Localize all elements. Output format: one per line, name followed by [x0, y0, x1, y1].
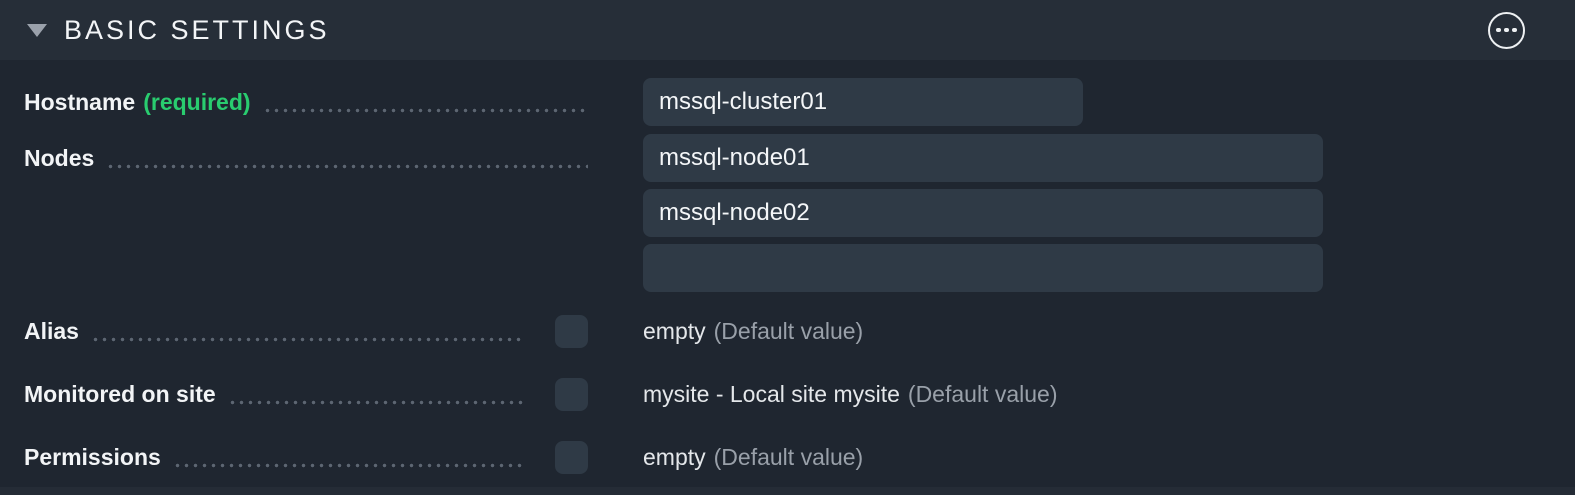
- permissions-label-cell: Permissions: [24, 441, 531, 474]
- leader-dots: [227, 400, 525, 405]
- default-value-note: (Default value): [907, 381, 1058, 407]
- monitored-site-label-cell: Monitored on site: [24, 378, 531, 411]
- node-input[interactable]: [643, 189, 1323, 237]
- required-badge: (required): [143, 88, 251, 115]
- permissions-label: Permissions: [24, 444, 161, 470]
- hostname-label: Hostname: [24, 88, 136, 115]
- permissions-checkbox[interactable]: [555, 441, 588, 474]
- monitored-site-label: Monitored on site: [24, 381, 216, 407]
- monitored-site-checkbox[interactable]: [555, 378, 588, 411]
- alias-label: Alias: [24, 318, 79, 344]
- default-value-note: (Default value): [713, 318, 864, 344]
- alias-value: empty: [643, 318, 706, 344]
- alias-checkbox[interactable]: [555, 315, 588, 348]
- leader-dots: [106, 163, 588, 169]
- hostname-input[interactable]: [643, 78, 1083, 126]
- section-menu-button[interactable]: [1488, 11, 1525, 49]
- ellipsis-icon: [1496, 27, 1517, 33]
- permissions-value: empty: [643, 444, 706, 470]
- alias-label-cell: Alias: [24, 315, 531, 348]
- section-title: BASIC SETTINGS: [64, 14, 330, 45]
- leader-dots: [262, 107, 588, 113]
- nodes-input-list: [643, 134, 1323, 292]
- alias-row: Alias empty (Default value): [24, 315, 1575, 348]
- hostname-label-cell: Hostname (required): [24, 78, 594, 126]
- nodes-label: Nodes: [24, 144, 95, 171]
- nodes-row: Nodes: [24, 134, 1575, 292]
- basic-settings-form: Hostname (required) Nodes Alias empty (D…: [0, 60, 1575, 474]
- node-input[interactable]: [643, 244, 1323, 292]
- permissions-value-cell: empty (Default value): [643, 441, 863, 474]
- permissions-row: Permissions empty (Default value): [24, 441, 1575, 474]
- node-input[interactable]: [643, 134, 1323, 182]
- hostname-row: Hostname (required): [24, 78, 1575, 126]
- alias-value-cell: empty (Default value): [643, 315, 863, 348]
- leader-dots: [90, 337, 525, 342]
- section-header: BASIC SETTINGS: [0, 0, 1575, 60]
- default-value-note: (Default value): [713, 444, 864, 470]
- caret-down-icon[interactable]: [27, 23, 47, 37]
- leader-dots: [172, 463, 525, 468]
- monitored-site-value-cell: mysite - Local site mysite (Default valu…: [643, 378, 1057, 411]
- next-section-edge: [0, 487, 1575, 495]
- monitored-site-value: mysite - Local site mysite: [643, 381, 900, 407]
- nodes-label-cell: Nodes: [24, 134, 594, 182]
- monitored-site-row: Monitored on site mysite - Local site my…: [24, 378, 1575, 411]
